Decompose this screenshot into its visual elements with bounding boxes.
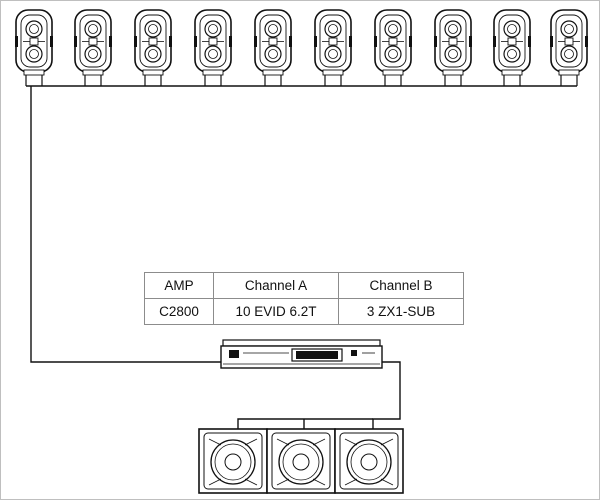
evid-speaker-icon [14,9,54,87]
evid-speaker-icon [253,9,293,87]
evid-speaker-icon [492,9,532,87]
evid-speaker-icon [73,9,113,87]
table-header-row: AMP Channel A Channel B [144,272,464,299]
header-channel-a: Channel A [213,272,339,299]
cell-amp-model: C2800 [144,298,214,325]
cell-channel-a-load: 10 EVID 6.2T [213,298,339,325]
table-row: C2800 10 EVID 6.2T 3 ZX1-SUB [144,298,464,325]
evid-speaker-icon [313,9,353,87]
channel-b-cable [372,361,401,429]
header-amp: AMP [144,272,214,299]
subwoofer-icon [198,428,268,494]
cell-channel-b-load: 3 ZX1-SUB [338,298,464,325]
sub-link-cable [237,418,373,429]
amp-spec-table: AMP Channel A Channel B C2800 10 EVID 6.… [144,272,464,325]
header-channel-b: Channel B [338,272,464,299]
subwoofer-icon [266,428,336,494]
evid-speaker-icon [433,9,473,87]
evid-speaker-icon [549,9,589,87]
subwoofer-icon [334,428,404,494]
evid-speaker-icon [373,9,413,87]
evid-speaker-icon [193,9,233,87]
channel-a-cable [30,86,223,363]
amplifier-icon [220,339,383,369]
evid-speaker-icon [133,9,173,87]
